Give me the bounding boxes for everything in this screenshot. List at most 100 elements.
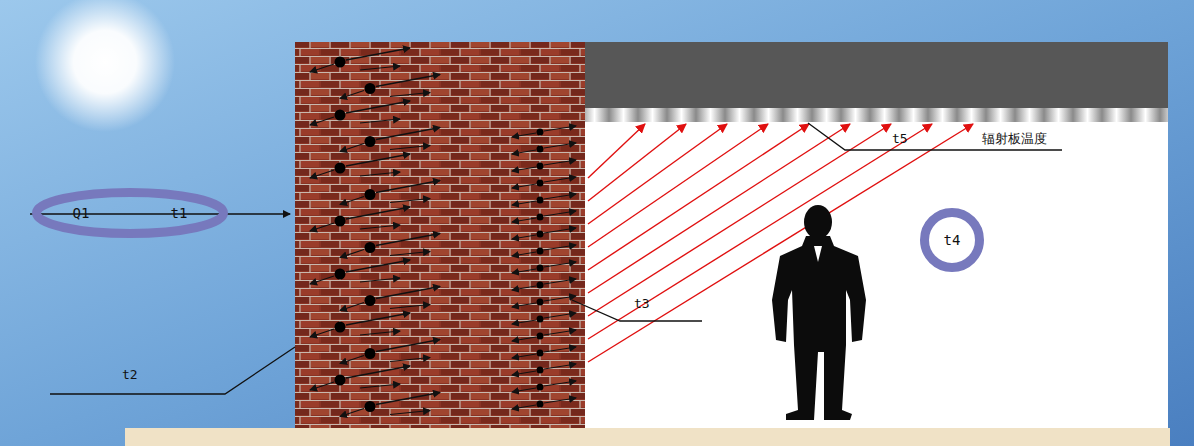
heat-particle bbox=[365, 295, 376, 306]
heat-arrow bbox=[544, 330, 576, 335]
heat-arrow bbox=[360, 66, 400, 70]
heat-particle bbox=[537, 231, 544, 238]
heat-arrow bbox=[376, 287, 440, 299]
heat-arrow bbox=[340, 144, 364, 152]
heat-arrow bbox=[512, 320, 536, 324]
heat-arrow bbox=[376, 393, 440, 405]
heat-arrow bbox=[544, 313, 576, 318]
heat-arrow bbox=[376, 128, 440, 140]
heat-arrow bbox=[512, 252, 536, 256]
heat-arrow bbox=[376, 75, 440, 87]
variable-label: Q1 bbox=[73, 205, 90, 221]
heat-arrow bbox=[310, 223, 334, 231]
heat-particle bbox=[537, 350, 544, 357]
ring-outline bbox=[32, 188, 228, 238]
ring-stroke bbox=[925, 213, 980, 268]
ring-stroke bbox=[37, 193, 224, 234]
heat-arrow bbox=[512, 269, 536, 273]
sun bbox=[35, 0, 175, 132]
heat-particle bbox=[365, 242, 376, 253]
heat-arrow bbox=[544, 126, 576, 131]
heat-particle bbox=[335, 216, 346, 227]
heat-arrow bbox=[360, 278, 400, 282]
heat-particle bbox=[365, 401, 376, 412]
person-silhouette bbox=[772, 205, 866, 420]
heat-arrow bbox=[310, 276, 334, 284]
heat-arrow bbox=[512, 405, 536, 409]
heat-arrow bbox=[340, 197, 364, 205]
heat-arrow bbox=[360, 172, 400, 176]
heat-arrow bbox=[376, 340, 440, 352]
heat-particle bbox=[537, 163, 544, 170]
radiation-arrow bbox=[588, 124, 768, 247]
heat-arrow bbox=[512, 371, 536, 375]
heat-arrow bbox=[310, 64, 334, 72]
heat-particle bbox=[537, 282, 544, 289]
heat-arrow bbox=[544, 160, 576, 165]
drawing-part bbox=[804, 205, 832, 239]
heat-arrow bbox=[390, 411, 430, 415]
heat-particle bbox=[537, 299, 544, 306]
heat-arrow bbox=[544, 364, 576, 369]
radiation-arrow bbox=[588, 124, 645, 178]
drawing-part bbox=[772, 236, 866, 420]
heat-particle bbox=[335, 322, 346, 333]
heat-arrow bbox=[340, 250, 364, 258]
heat-arrow bbox=[512, 184, 536, 188]
heat-arrow bbox=[390, 358, 430, 362]
heat-arrow bbox=[512, 235, 536, 239]
heat-arrow bbox=[340, 356, 364, 364]
variable-label: t1 bbox=[171, 205, 188, 221]
heat-particle bbox=[335, 110, 346, 121]
heat-arrow bbox=[512, 388, 536, 392]
heat-arrow bbox=[512, 201, 536, 205]
heat-particle bbox=[365, 348, 376, 359]
heat-arrow bbox=[512, 337, 536, 341]
heat-arrow bbox=[544, 211, 576, 216]
radiation-arrow bbox=[588, 124, 727, 224]
heat-arrow bbox=[512, 133, 536, 137]
heat-arrow bbox=[310, 117, 334, 125]
heat-particle bbox=[335, 163, 346, 174]
heat-arrow bbox=[376, 181, 440, 193]
heat-particle bbox=[335, 375, 346, 386]
heat-particle bbox=[537, 129, 544, 136]
heat-arrow bbox=[512, 150, 536, 154]
heat-arrow bbox=[360, 384, 400, 388]
heat-arrow bbox=[390, 146, 430, 150]
callout-label: t5 bbox=[892, 131, 908, 146]
callout-label: 辐射板温度 bbox=[982, 131, 1047, 146]
heat-arrow bbox=[544, 296, 576, 301]
heat-arrow bbox=[544, 398, 576, 403]
heat-arrow bbox=[544, 245, 576, 250]
heat-arrow bbox=[376, 234, 440, 246]
ceiling bbox=[585, 42, 1168, 108]
heat-arrow bbox=[340, 303, 364, 311]
leader-line bbox=[50, 347, 295, 394]
heat-arrow bbox=[390, 93, 430, 97]
heat-particle bbox=[365, 189, 376, 200]
heat-arrow bbox=[310, 329, 334, 337]
heat-arrow bbox=[346, 154, 410, 166]
heat-arrow bbox=[512, 303, 536, 307]
heat-arrow bbox=[346, 48, 410, 60]
heat-particle bbox=[537, 248, 544, 255]
heat-conduction-arrows bbox=[310, 48, 576, 417]
heat-particle bbox=[537, 316, 544, 323]
heat-arrow bbox=[360, 225, 400, 229]
heat-particle bbox=[365, 83, 376, 94]
heat-arrow bbox=[390, 252, 430, 256]
heat-arrow bbox=[346, 101, 410, 113]
brick-wall bbox=[295, 42, 585, 428]
heat-particle bbox=[537, 214, 544, 221]
callout-label: t2 bbox=[122, 367, 138, 382]
heat-arrow bbox=[544, 279, 576, 284]
heat-arrow bbox=[310, 170, 334, 178]
heat-particle bbox=[537, 401, 544, 408]
heat-arrow bbox=[360, 331, 400, 335]
heat-arrow bbox=[310, 382, 334, 390]
heat-particle bbox=[537, 146, 544, 153]
heat-arrow bbox=[544, 347, 576, 352]
